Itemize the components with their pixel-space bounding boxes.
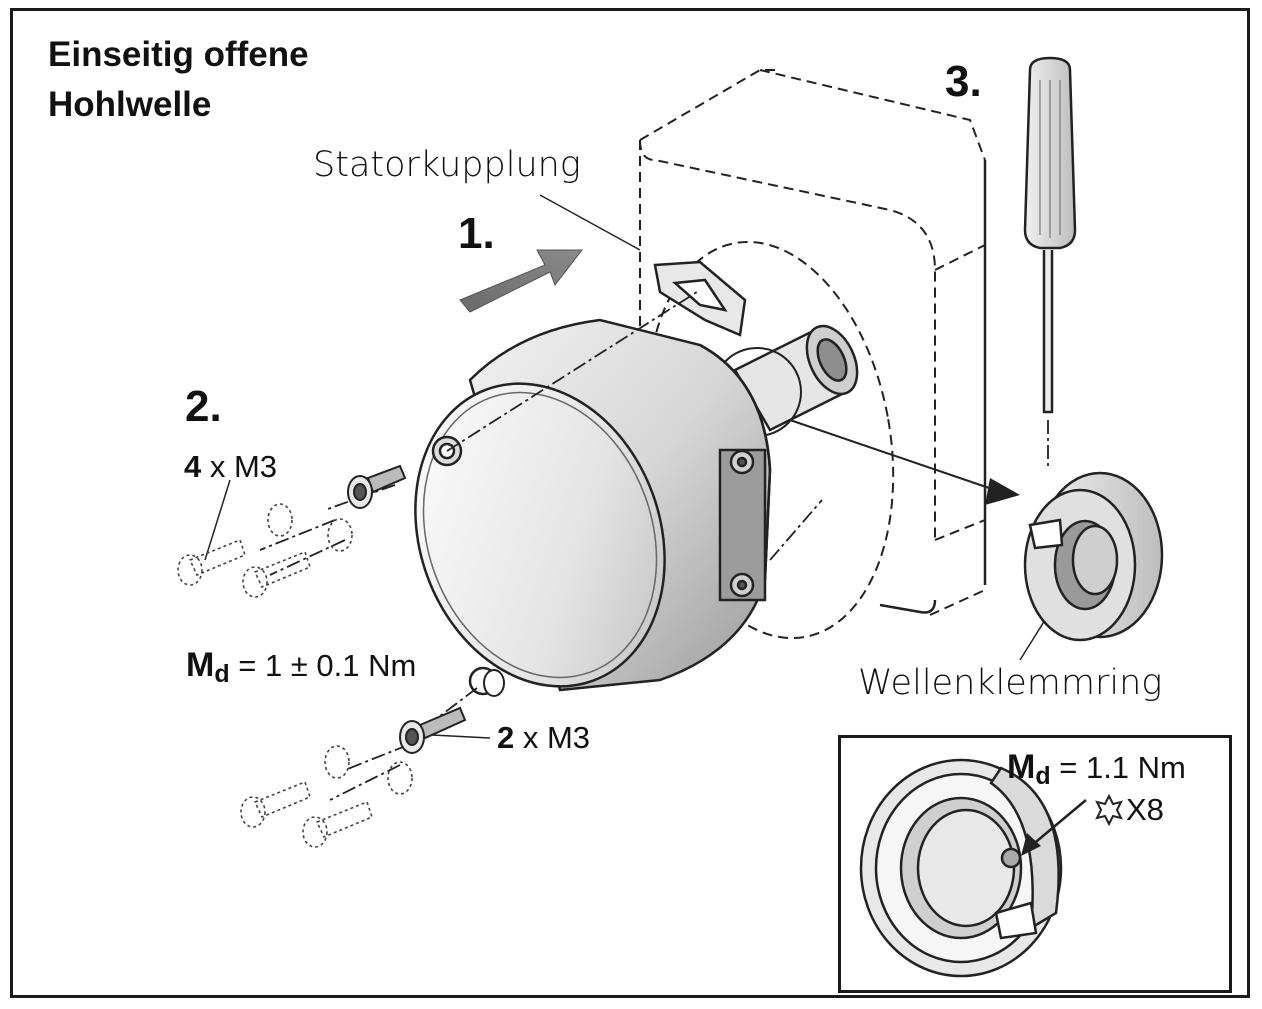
shaft-clamp-ring-label: Wellenklemmring (858, 663, 1163, 703)
step-2-label: 2. (185, 382, 222, 431)
screws-bottom-group (399, 669, 505, 754)
hollow-shaft (733, 324, 859, 432)
clamp-arrow (789, 419, 1020, 505)
torx-star-icon (1095, 793, 1123, 827)
motor-flange (639, 69, 986, 640)
step-1-label: 1. (458, 209, 495, 258)
screws-torque-spec: Md = 1 ± 0.1 Nm (186, 646, 417, 688)
diagram-frame (10, 8, 1250, 998)
screws-top-group (347, 464, 407, 509)
ghost-screws-bottom (240, 745, 413, 848)
screws-bottom-spec: 2 x M3 (497, 720, 591, 755)
clamp-ring-detail (859, 758, 1123, 978)
stator-coupling-label: Statorkupplung (313, 145, 581, 185)
title-line-1: Einseitig offene (48, 35, 309, 74)
inset-arrow (1021, 799, 1087, 856)
title-line-2: Hohlwelle (48, 85, 212, 124)
screws-top-spec: 4 x M3 (184, 449, 278, 484)
screwdriver-icon (1023, 56, 1077, 414)
stator-coupling (653, 260, 747, 337)
leader-lines (204, 194, 1046, 739)
step-3-label: 3. (945, 57, 982, 106)
ghost-screws-top (177, 503, 353, 598)
detail-inset: Md = 1.1 Nm X8 (838, 735, 1232, 993)
shaft-clamp-ring (1023, 471, 1164, 642)
assembly-lines (259, 289, 1049, 801)
motor-flange-solid (879, 160, 987, 614)
push-arrow (459, 249, 584, 313)
inset-tool-spec: X8 (1126, 792, 1164, 827)
inset-torque-spec: Md = 1.1 Nm (1007, 748, 1186, 790)
encoder-body (414, 318, 772, 696)
